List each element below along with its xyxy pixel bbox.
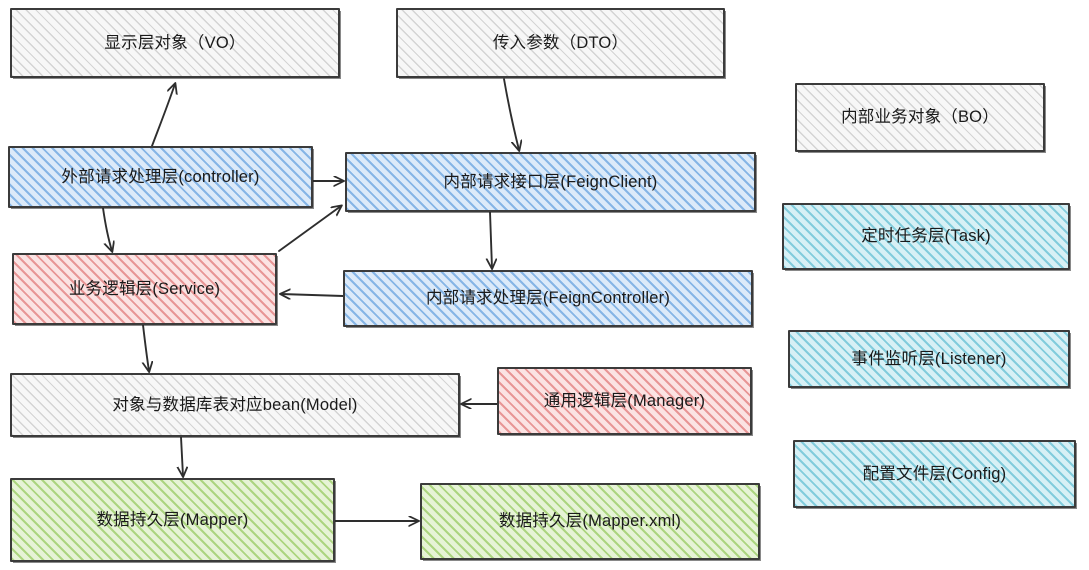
node-feigncontroller[interactable]: 内部请求处理层(FeignController) [343, 270, 753, 327]
node-label-listener: 事件监听层(Listener) [851, 349, 1007, 368]
node-label-manager: 通用逻辑层(Manager) [543, 391, 706, 410]
node-vo[interactable]: 显示层对象（VO） [10, 8, 340, 78]
node-config[interactable]: 配置文件层(Config) [793, 440, 1076, 508]
edge-dto-to-feignclient [503, 78, 519, 150]
edge-controller-to-service [102, 207, 112, 251]
node-manager[interactable]: 通用逻辑层(Manager) [497, 367, 752, 435]
edge-model-to-mapper [181, 436, 183, 476]
edge-service-to-feignclient [278, 206, 341, 252]
node-label-vo: 显示层对象（VO） [104, 33, 246, 52]
edge-feigncontroller-to-service [281, 294, 344, 296]
node-label-config: 配置文件层(Config) [862, 464, 1007, 483]
edge-controller-to-vo [151, 84, 175, 147]
node-label-mapperxml: 数据持久层(Mapper.xml) [498, 512, 682, 531]
node-model[interactable]: 对象与数据库表对应bean(Model) [10, 373, 460, 437]
node-label-controller: 外部请求处理层(controller) [61, 167, 260, 186]
node-controller[interactable]: 外部请求处理层(controller) [8, 146, 313, 208]
node-task[interactable]: 定时任务层(Task) [782, 203, 1070, 270]
node-dto[interactable]: 传入参数（DTO） [396, 8, 725, 78]
node-label-feignclient: 内部请求接口层(FeignClient) [443, 172, 658, 191]
node-bo[interactable]: 内部业务对象（BO） [795, 83, 1045, 152]
node-listener[interactable]: 事件监听层(Listener) [788, 330, 1070, 388]
node-service[interactable]: 业务逻辑层(Service) [12, 253, 277, 325]
node-label-feigncontroller: 内部请求处理层(FeignController) [425, 289, 671, 308]
node-label-model: 对象与数据库表对应bean(Model) [112, 395, 358, 414]
edge-service-to-model [143, 324, 149, 371]
node-label-task: 定时任务层(Task) [861, 227, 991, 246]
node-feignclient[interactable]: 内部请求接口层(FeignClient) [345, 152, 756, 212]
node-label-service: 业务逻辑层(Service) [68, 279, 221, 298]
node-label-dto: 传入参数（DTO） [492, 33, 629, 52]
node-mapperxml[interactable]: 数据持久层(Mapper.xml) [420, 483, 760, 560]
node-mapper[interactable]: 数据持久层(Mapper) [10, 478, 335, 562]
edge-feignclient-to-feigncontroller [490, 211, 492, 268]
node-label-bo: 内部业务对象（BO） [841, 108, 999, 127]
node-label-mapper: 数据持久层(Mapper) [96, 510, 249, 529]
